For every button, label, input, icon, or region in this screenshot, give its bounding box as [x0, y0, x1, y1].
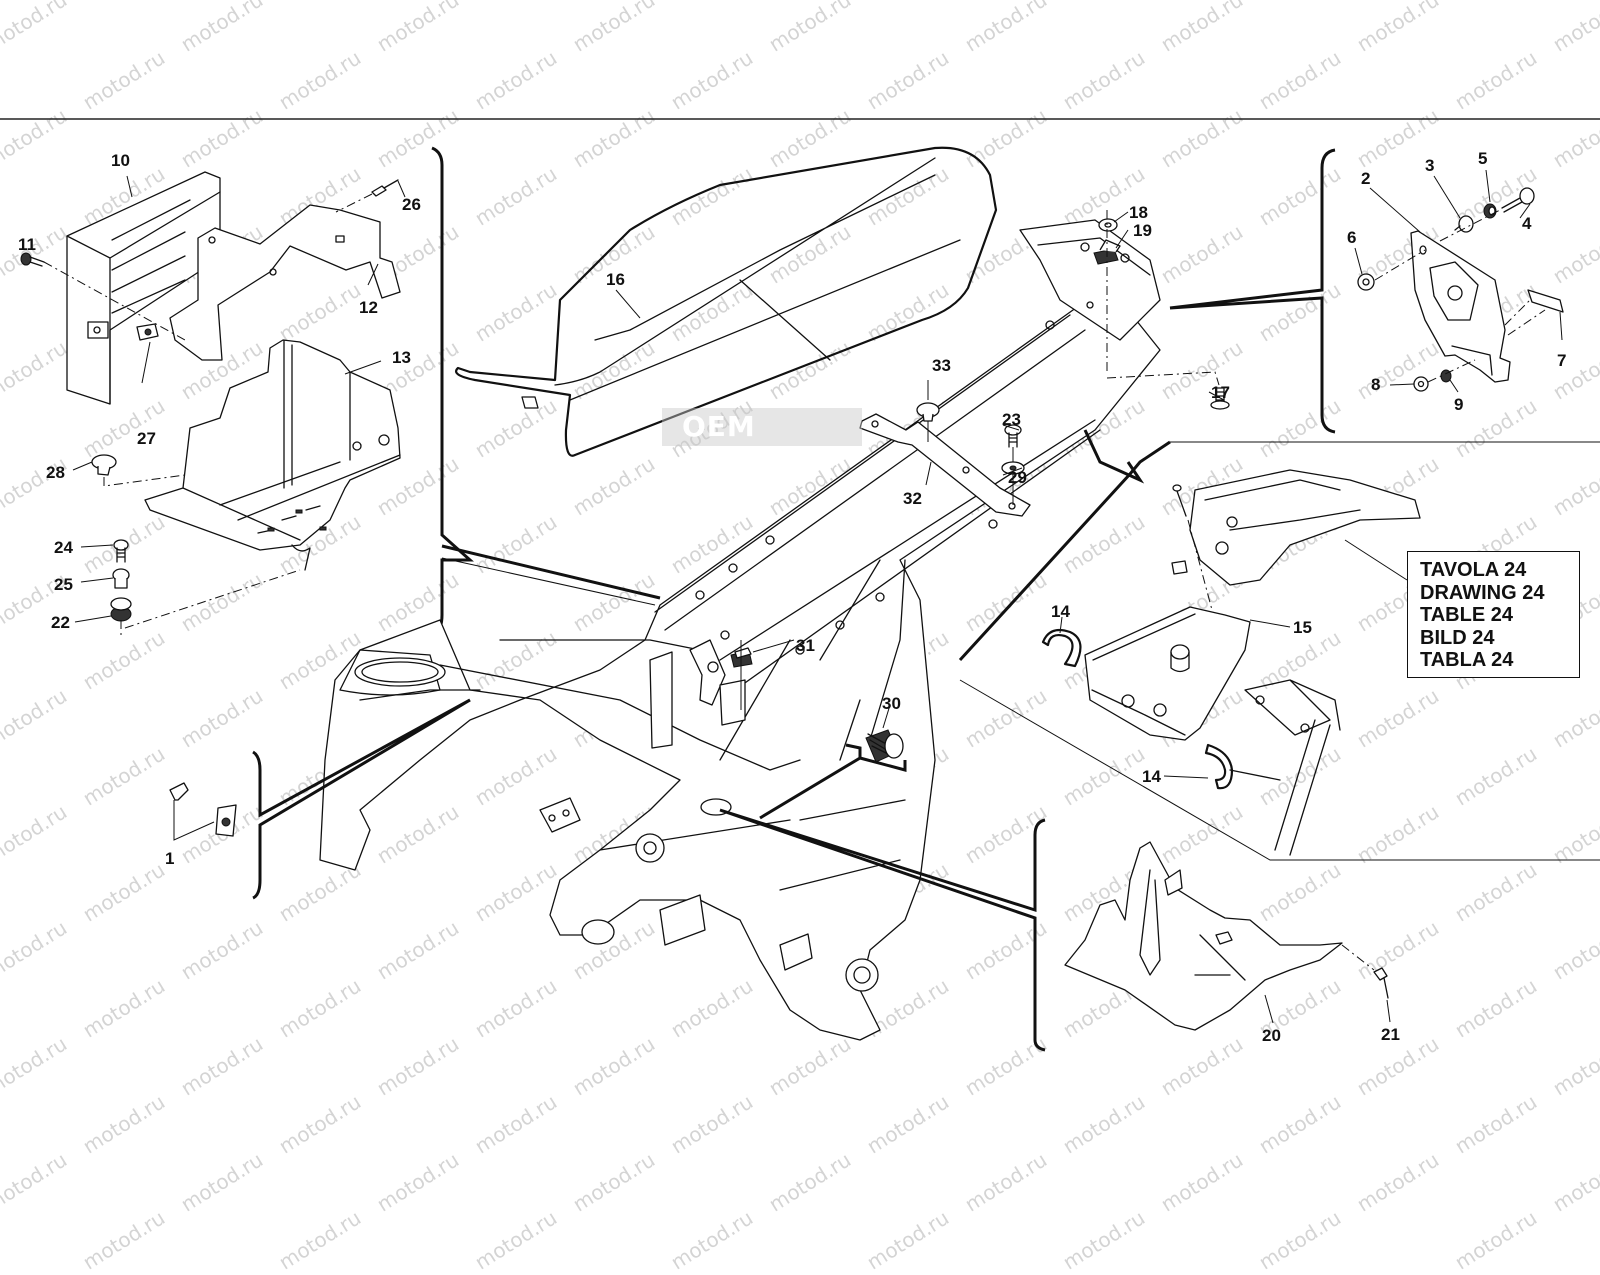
- small-screw-ref: [1172, 484, 1187, 517]
- part-label-11: 11: [18, 235, 36, 254]
- reference-table-box: TAVOLA 24 DRAWING 24 TABLE 24 BILD 24 TA…: [1407, 551, 1580, 678]
- watermark-text: motod.ru: [274, 1205, 366, 1275]
- part-label-12: 12: [359, 298, 378, 317]
- part-label-10: 10: [111, 151, 130, 170]
- watermark-text: motod.ru: [1058, 1205, 1150, 1275]
- part-22-grommet: [110, 597, 132, 622]
- ref-line-tavola: TAVOLA 24: [1420, 559, 1527, 581]
- part-label-16: 16: [606, 270, 625, 289]
- part-27-clip-nut: [136, 323, 159, 341]
- part-8-nut: [1413, 376, 1429, 392]
- group-bracket-right: [1169, 148, 1336, 434]
- part-label-32: 32: [903, 489, 922, 508]
- part-13-battery-tray: [144, 339, 401, 571]
- part-23-screw: [1004, 424, 1022, 448]
- part-12-support-bracket: [169, 204, 401, 361]
- watermark-text: motod.ru: [666, 1205, 758, 1275]
- part-3-bushing: [1454, 215, 1474, 233]
- part-label-23: 23: [1002, 410, 1021, 429]
- part-label-20: 20: [1262, 1026, 1281, 1045]
- pointer-rear-group: [958, 440, 1171, 662]
- diagram-drawing: [0, 118, 1600, 1052]
- part-6-nut: [1357, 273, 1375, 291]
- watermark-text: motod.ru: [470, 1205, 562, 1275]
- part-26-rivet: [371, 179, 399, 197]
- part-label-18: 18: [1129, 203, 1148, 222]
- part-label-25: 25: [54, 575, 73, 594]
- watermark-text: motod.ru: [862, 1205, 954, 1275]
- part-label-7: 7: [1557, 351, 1567, 370]
- part-label-17: 17: [1211, 383, 1230, 402]
- part-label-3: 3: [1425, 156, 1435, 175]
- part-5-washer: [1483, 203, 1497, 219]
- part-label-27: 27: [137, 429, 156, 448]
- part-label-1: 1: [165, 849, 175, 868]
- rear-frame-ref: [1229, 679, 1341, 856]
- part-label-19: 19: [1133, 221, 1152, 240]
- part-label-4: 4: [1522, 214, 1532, 233]
- part-7-rubber-pad: [1527, 289, 1564, 313]
- part-label-15: 15: [1293, 618, 1312, 637]
- part-1-clip: [169, 782, 189, 801]
- leader-lines: [72, 169, 1563, 1024]
- part-15-rear-tray: [1084, 606, 1251, 741]
- clip-nut-ref: [1171, 560, 1188, 575]
- group-bracket-part1: [252, 698, 471, 900]
- part-30-spring-sleeve: [865, 729, 904, 763]
- oem-stamp: OEM: [662, 408, 862, 446]
- part-20-lower-guard: [1064, 841, 1343, 1031]
- part-label-21: 21: [1381, 1025, 1400, 1044]
- watermark-text: motod.ru: [78, 1205, 170, 1275]
- part-18-washer: [1098, 218, 1118, 232]
- motorcycle-frame: [319, 219, 1161, 1041]
- group-bracket-lower-right: [719, 808, 1046, 1052]
- part-label-14b: 14: [1142, 767, 1161, 786]
- part-14-clamp-ring-lower: [1204, 743, 1234, 790]
- part-10-cover: [66, 171, 221, 405]
- part-label-13: 13: [392, 348, 411, 367]
- part-28-rubber-plug: [91, 454, 117, 476]
- part-21-rivet: [1373, 967, 1389, 999]
- part-label-6: 6: [1347, 228, 1357, 247]
- part-label-26: 26: [402, 195, 421, 214]
- part-17-screw: [1210, 387, 1230, 410]
- part-11-screw: [20, 252, 45, 267]
- part-32-seat-bracket: [859, 413, 1031, 517]
- part-25-spacer: [112, 568, 130, 589]
- part-label-29: 29: [1008, 468, 1027, 487]
- part-16-seat: [455, 146, 998, 457]
- part-24-screw: [113, 539, 129, 563]
- part-label-2: 2: [1361, 169, 1371, 188]
- watermark-text: motod.ru: [1450, 1205, 1542, 1275]
- watermark-text: motod.ru: [1254, 1205, 1346, 1275]
- part-label-30: 30: [882, 694, 901, 713]
- part-label-22: 22: [51, 613, 70, 632]
- rear-subframe-ref: [1189, 469, 1421, 586]
- part-label-5: 5: [1478, 149, 1488, 168]
- part-33-rubber-plug: [916, 402, 940, 422]
- part-label-14a: 14: [1051, 602, 1070, 621]
- part-label-28: 28: [46, 463, 65, 482]
- part-2-bracket-plate: [1410, 230, 1511, 383]
- part-4-screw: [1501, 187, 1535, 213]
- ref-line-table: TABLE 24: [1420, 604, 1513, 626]
- part-label-31: 31: [796, 636, 815, 655]
- ref-line-bild: BILD 24: [1420, 626, 1495, 649]
- part-label-33: 33: [932, 356, 951, 375]
- part-14-clamp-ring-upper: [1041, 628, 1082, 668]
- ref-line-drawing: DRAWING 24: [1420, 581, 1545, 604]
- ref-line-tabla: TABLA 24: [1420, 649, 1514, 671]
- part-1-nut-plate: [215, 804, 237, 837]
- pointer-30: [759, 743, 907, 820]
- part-label-8: 8: [1371, 375, 1381, 394]
- pointer-left-group: [441, 544, 661, 600]
- part-label-24: 24: [54, 538, 73, 557]
- part-label-9: 9: [1454, 395, 1464, 414]
